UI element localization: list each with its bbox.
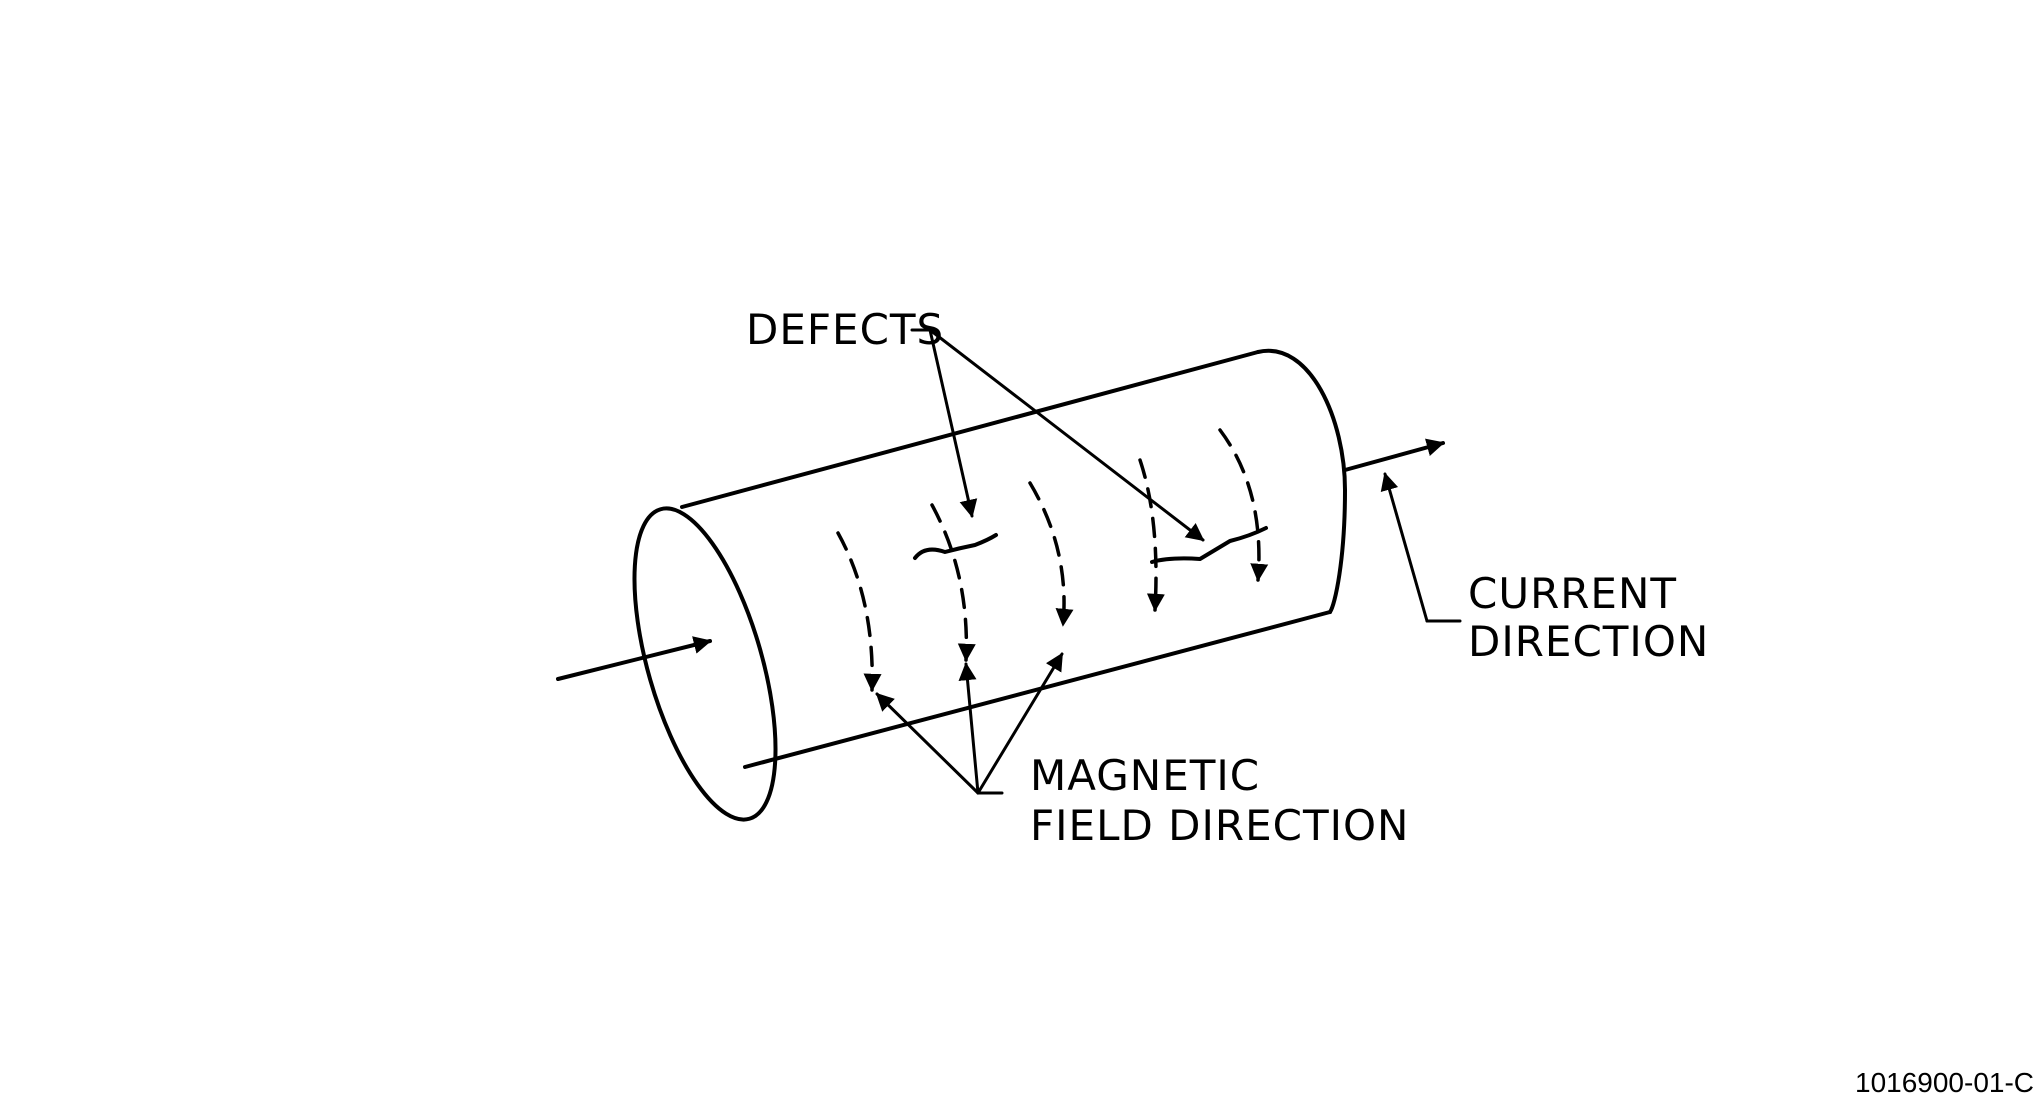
cylinder-top-edge <box>680 350 1260 509</box>
current-leader <box>1380 472 1429 623</box>
field-line-5 <box>1218 428 1269 582</box>
defects-leader-1 <box>928 328 978 518</box>
cylinder-back-edge <box>1256 348 1347 614</box>
cylinder-bottom-edge <box>743 610 1332 769</box>
defects <box>913 526 1268 564</box>
figure-code: 1016900-01-C <box>1855 1067 2034 1098</box>
leader-lines <box>875 328 1462 795</box>
current-arrow-out <box>1343 438 1445 472</box>
current-direction-label-line2: DIRECTION <box>1468 617 1709 666</box>
field-line-1 <box>836 531 882 692</box>
field-line-4 <box>1138 458 1165 612</box>
defect-crack-2 <box>1150 526 1268 564</box>
cylinder <box>632 348 1347 822</box>
magnetic-leader-1 <box>875 692 980 795</box>
magnetic-leader-3 <box>976 652 1064 795</box>
defects-leader-2 <box>928 328 1205 542</box>
field-line-2 <box>930 503 976 662</box>
current-direction-label-line1: CURRENT <box>1468 569 1677 618</box>
cylinder-front-face <box>632 506 778 822</box>
magnetic-field-label-line2: FIELD DIRECTION <box>1030 801 1409 850</box>
field-line-3 <box>1028 481 1074 627</box>
magnetic-field-lines <box>836 428 1269 692</box>
defects-label: DEFECTS <box>746 305 944 354</box>
magnetic-leader-2 <box>958 662 980 795</box>
current-arrow-in <box>556 636 712 681</box>
magnetic-field-label-line1: MAGNETIC <box>1030 751 1260 800</box>
defect-crack-1 <box>913 533 998 560</box>
